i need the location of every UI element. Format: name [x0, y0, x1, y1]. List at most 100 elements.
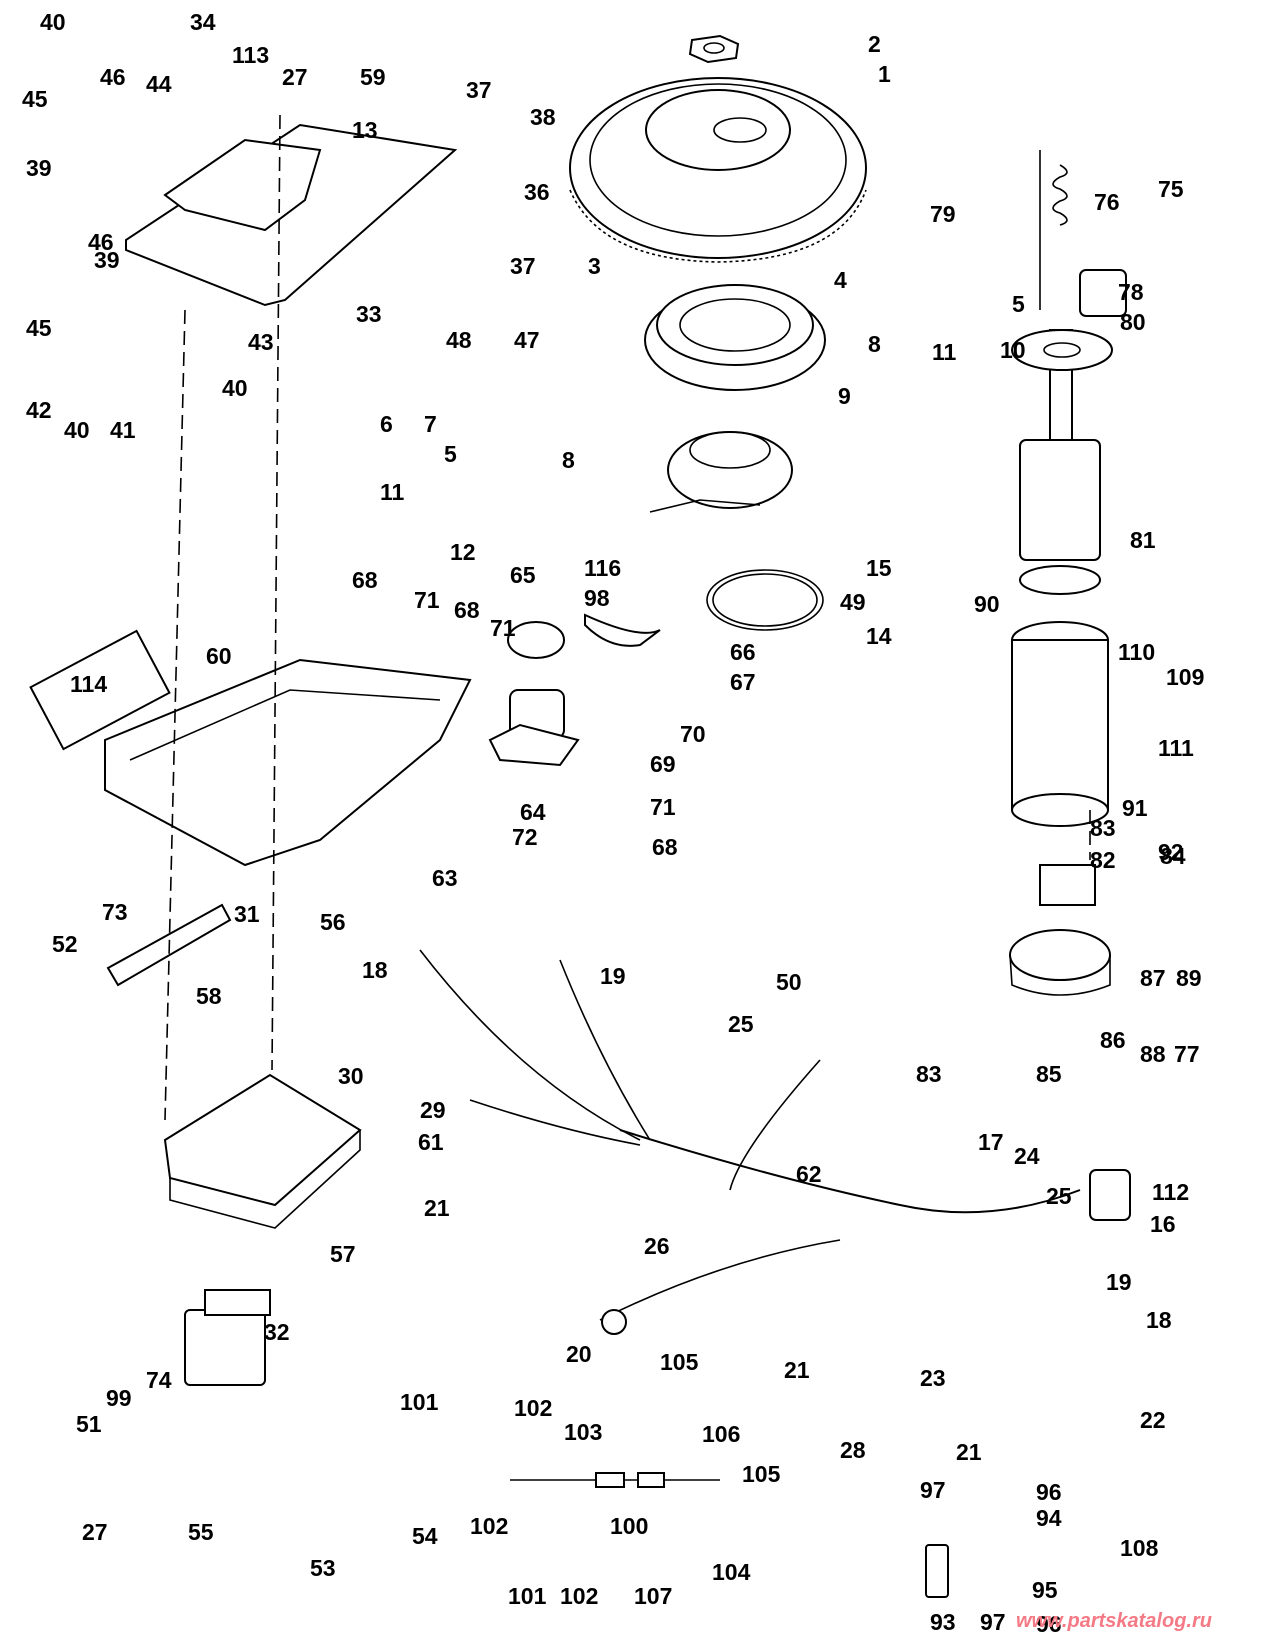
callout-14: 14 [866, 623, 892, 649]
callout-7: 7 [424, 411, 437, 437]
callout-45: 45 [22, 86, 48, 112]
callout-48: 48 [446, 327, 472, 353]
callout-96: 96 [1036, 1611, 1062, 1637]
callout-57: 57 [330, 1241, 356, 1267]
callout-17: 17 [978, 1129, 1004, 1155]
ignition-coil [184, 1289, 271, 1386]
callout-4: 4 [834, 267, 847, 293]
callout-68: 68 [352, 567, 378, 593]
callout-107: 107 [634, 1583, 672, 1609]
callout-60: 60 [206, 643, 232, 669]
callout-5: 5 [444, 441, 457, 467]
callout-73: 73 [102, 899, 128, 925]
callout-102: 102 [470, 1513, 508, 1539]
callout-27: 27 [82, 1519, 108, 1545]
callout-39: 39 [94, 247, 120, 273]
callout-50: 50 [776, 969, 802, 995]
callout-102: 102 [514, 1395, 552, 1421]
callout-89: 89 [1176, 965, 1202, 991]
jumper-harness [510, 1472, 720, 1488]
callout-100: 100 [610, 1513, 648, 1539]
callout-87: 87 [1140, 965, 1166, 991]
callout-31: 31 [234, 901, 260, 927]
callout-46: 46 [88, 229, 114, 255]
callout-10: 10 [1000, 337, 1026, 363]
power-pack [163, 1073, 362, 1229]
callout-36: 36 [524, 179, 550, 205]
callout-116: 116 [584, 555, 621, 581]
callout-97: 97 [920, 1477, 946, 1503]
callout-24: 24 [1014, 1143, 1040, 1169]
callout-51: 51 [76, 1411, 102, 1437]
wiring-harness [419, 949, 1131, 1335]
callout-1: 1 [878, 61, 891, 87]
starter-drive [1011, 164, 1127, 371]
callout-37: 37 [466, 77, 492, 103]
callout-23: 23 [920, 1365, 946, 1391]
callout-28: 28 [840, 1437, 866, 1463]
callout-59: 59 [360, 64, 386, 90]
callout-40: 40 [64, 417, 90, 443]
callout-102: 102 [560, 1583, 598, 1609]
retaining-ring [706, 569, 824, 631]
callout-43: 43 [248, 329, 274, 355]
callout-104: 104 [712, 1559, 751, 1585]
callout-62: 62 [796, 1161, 822, 1187]
callout-12: 12 [450, 539, 476, 565]
assembly-line [271, 114, 281, 1071]
callout-58: 58 [196, 983, 222, 1009]
callout-49: 49 [840, 589, 866, 615]
flywheel [569, 77, 867, 263]
callout-81: 81 [1130, 527, 1156, 553]
stop-switch [925, 1544, 949, 1598]
callout-64: 64 [520, 799, 546, 825]
callout-113: 113 [232, 42, 269, 68]
ignition-cover [125, 123, 458, 307]
callout-25: 25 [728, 1011, 754, 1037]
callout-56: 56 [320, 909, 346, 935]
callout-91: 91 [1122, 795, 1148, 821]
callout-76: 76 [1094, 189, 1120, 215]
callout-21: 21 [424, 1195, 450, 1221]
callout-9: 9 [838, 383, 851, 409]
callout-39: 39 [26, 155, 52, 181]
stator [644, 284, 826, 391]
callout-96: 96 [1036, 1479, 1062, 1505]
decal [29, 629, 171, 751]
starter-solenoid [488, 621, 580, 767]
callout-20: 20 [566, 1341, 592, 1367]
callout-79: 79 [930, 201, 956, 227]
callout-101: 101 [508, 1583, 547, 1609]
trigger-coil [649, 431, 793, 513]
callout-71: 71 [650, 794, 676, 820]
callout-45: 45 [26, 315, 52, 341]
solenoid-bracket [584, 613, 661, 647]
callout-106: 106 [702, 1421, 740, 1447]
callout-46: 46 [100, 64, 126, 90]
callout-15: 15 [866, 555, 892, 581]
callout-21: 21 [956, 1439, 982, 1465]
callout-85: 85 [1036, 1061, 1062, 1087]
callout-55: 55 [188, 1519, 214, 1545]
callout-22: 22 [1140, 1407, 1166, 1433]
callout-61: 61 [418, 1129, 444, 1155]
callout-47: 47 [514, 327, 540, 353]
callout-16: 16 [1150, 1211, 1176, 1237]
callout-99: 99 [106, 1385, 132, 1411]
callout-40: 40 [40, 9, 66, 35]
callout-8: 8 [868, 331, 881, 357]
callout-72: 72 [512, 824, 538, 850]
callout-40: 40 [222, 375, 248, 401]
callout-71: 71 [414, 587, 440, 613]
callout-27: 27 [282, 64, 308, 90]
callout-69: 69 [650, 751, 676, 777]
callout-84: 84 [1160, 843, 1186, 869]
callout-11: 11 [380, 479, 405, 505]
callout-6: 6 [380, 411, 393, 437]
callout-90: 90 [974, 591, 1000, 617]
callout-67: 67 [730, 669, 756, 695]
callout-105: 105 [742, 1461, 781, 1487]
power-pack-tray [104, 658, 472, 867]
callout-66: 66 [730, 639, 756, 665]
